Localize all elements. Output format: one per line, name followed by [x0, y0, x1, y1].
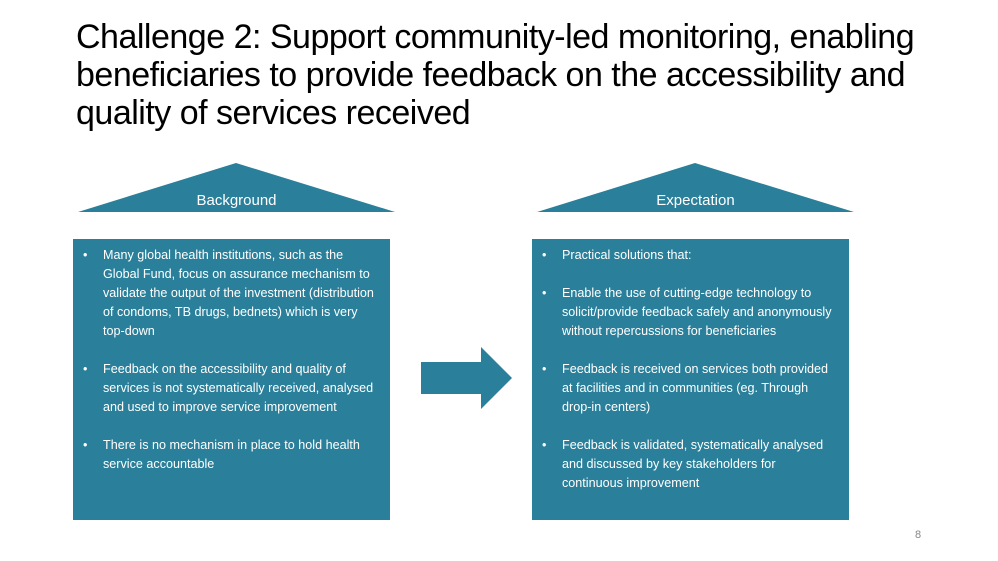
expectation-label: Expectation [656, 192, 735, 209]
background-label: Background [196, 192, 277, 209]
expectation-bullet: Practical solutions that: [542, 246, 839, 265]
background-bullet: Feedback on the accessibility and qualit… [83, 360, 380, 417]
expectation-header-shape [537, 163, 854, 212]
background-bullet: Many global health institutions, such as… [83, 246, 380, 341]
right-arrow-icon [421, 347, 512, 409]
slide-title: Challenge 2: Support community-led monit… [76, 18, 915, 132]
background-box: Many global health institutions, such as… [73, 239, 390, 520]
expectation-box: Practical solutions that: Enable the use… [532, 239, 849, 520]
expectation-bullet: Enable the use of cutting-edge technolog… [542, 284, 839, 341]
background-bullet: There is no mechanism in place to hold h… [83, 436, 380, 474]
page-number: 8 [915, 529, 922, 541]
expectation-bullet: Feedback is received on services both pr… [542, 360, 839, 417]
background-header-shape [78, 163, 395, 212]
expectation-bullet: Feedback is validated, systematically an… [542, 436, 839, 493]
